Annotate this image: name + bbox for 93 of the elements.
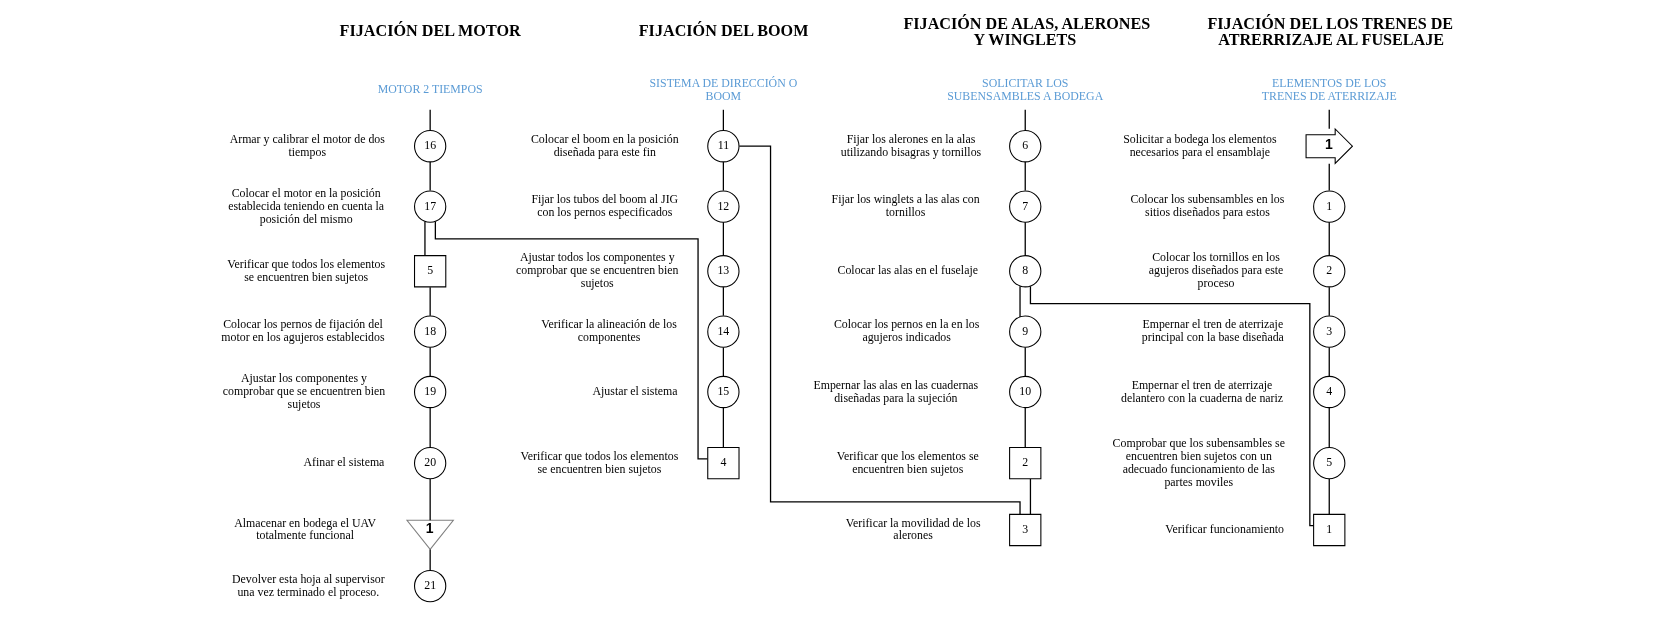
connector xyxy=(1029,285,1314,527)
connector xyxy=(1328,163,1330,192)
connector xyxy=(722,109,724,131)
node-label: Fijar los tubos del boom al JIG con los pernos especificados xyxy=(530,192,678,220)
node-circle: 20 xyxy=(413,447,446,480)
node-circle: 4 xyxy=(1312,375,1345,409)
node-circle: 9 xyxy=(1008,315,1041,348)
node-box: 5 xyxy=(413,255,446,288)
connector xyxy=(1328,346,1330,377)
node-label: Fijar los alerones en la alas utilizando bisagras y tornillos xyxy=(840,131,981,159)
node-circle: 1 xyxy=(1312,190,1345,223)
node-box: 4 xyxy=(706,447,740,480)
connector xyxy=(1328,109,1330,130)
node-circle: 15 xyxy=(706,375,740,409)
node-label: Empernar el tren de aterrizaje principal con la base diseñada xyxy=(1141,317,1284,345)
connector xyxy=(722,286,724,317)
node-circle: 16 xyxy=(413,130,446,163)
node-label: Verificar funcionamiento xyxy=(1164,522,1284,537)
node-text: MOTOR 2 TIEMPOS xyxy=(377,82,483,97)
connector xyxy=(429,478,431,521)
node-circle: 14 xyxy=(706,315,740,348)
label: FIJACIÓN DEL BOOM xyxy=(638,21,808,39)
label: FIJACIÓN DE ALAS, ALERONES Y WINGLETS xyxy=(902,14,1150,48)
label: FIJACIÓN DEL LOS TRENES DE ATRERRIZAJE AL FUSELAJE xyxy=(1206,14,1453,48)
node-box: 3 xyxy=(1008,513,1041,547)
connector xyxy=(1024,407,1026,449)
node-text: SISTEMA DE DIRECCIÓN O BOOM xyxy=(649,75,797,103)
connector xyxy=(434,220,708,460)
connector xyxy=(1018,285,1021,318)
node-label: Verificar que todos los elementos se encuentren bien sujetos xyxy=(226,256,385,284)
node-circle: 2 xyxy=(1312,255,1345,288)
node-circle: 11 xyxy=(706,130,740,163)
node-label: Colocar el motor en la posición establecida teniendo en cuenta la posición del mismo xyxy=(227,185,384,226)
connector xyxy=(722,221,724,256)
node-label: Fijar los winglets a las alas con tornillos xyxy=(831,192,980,220)
node-box: 2 xyxy=(1008,447,1041,480)
connector xyxy=(429,407,431,449)
node-circle: 8 xyxy=(1008,255,1041,288)
node-label: Colocar las alas en el fuselaje xyxy=(837,263,978,278)
node-label: Afinar el sistema xyxy=(302,455,384,470)
node-circle: 3 xyxy=(1312,315,1345,348)
node-label: Verificar la alineación de los componentes xyxy=(540,317,677,345)
node-label: Ajustar el sistema xyxy=(592,384,677,399)
connector xyxy=(722,407,724,449)
node-label: Ajustar los componentes y comprobar que se encuentren bien sujetos xyxy=(222,371,385,411)
node-label: Ajustar todos los componentes y comprobar que se encuentren bien sujetos xyxy=(515,250,678,291)
connector xyxy=(738,145,1021,515)
node-circle: 6 xyxy=(1008,130,1041,163)
connector xyxy=(429,346,431,377)
node-circle: 21 xyxy=(413,569,446,603)
node-circle: 5 xyxy=(1312,447,1345,480)
connector xyxy=(722,346,724,377)
node-label: Verificar que todos los elementos se encuentren bien sujetos xyxy=(519,448,678,476)
connector xyxy=(1328,478,1330,515)
connector xyxy=(1024,109,1026,131)
node-label: Armar y calibrar el motor de dos tiempos xyxy=(229,131,385,159)
node-label: Verificar que los elementos se encuentren bien sujetos xyxy=(836,448,979,476)
node-label: Devolver esta hoja al supervisor una vez terminado el proceso. xyxy=(231,571,385,599)
connector xyxy=(429,286,431,317)
connector xyxy=(1328,221,1330,256)
node-circle: 13 xyxy=(706,255,740,288)
node-circle: 18 xyxy=(413,315,446,348)
label: FIJACIÓN DEL MOTOR xyxy=(339,21,521,39)
node-label: Solicitar a bodega los elementos necesarios para el ensamblaje xyxy=(1122,131,1277,159)
node-label: Colocar los pernos de fijación del motor en los agujeros establecidos xyxy=(220,317,385,345)
connector xyxy=(722,161,724,192)
node-label: Comprobar que los subensambles se encuentren bien sujetos con un adecuado funcionamiento de las partes moviles xyxy=(1112,435,1285,489)
connector xyxy=(429,548,431,571)
connector xyxy=(429,109,431,131)
node-label: Almacenar en bodega el UAV totalmente funcional xyxy=(233,515,376,543)
node-circle: 7 xyxy=(1008,190,1041,223)
node-label: Verificar la movilidad de los alerones xyxy=(845,515,981,543)
node-box: 1 xyxy=(1312,513,1345,547)
node-label: Colocar los tornillos en los agujeros diseñados para este proceso xyxy=(1148,250,1283,291)
connector xyxy=(1328,286,1330,317)
node-text: SOLICITAR LOS SUBENSAMBLES A BODEGA xyxy=(946,75,1103,103)
node-label: Colocar los subensambles en los sitios diseñados para estos xyxy=(1129,192,1284,220)
node-text: ELEMENTOS DE LOS TRENES DE ATERRIZAJE xyxy=(1261,75,1397,103)
connector xyxy=(1024,221,1026,256)
node-label: Colocar el boom en la posición diseñada para este fin xyxy=(530,131,679,159)
connector xyxy=(1328,407,1330,449)
node-circle: 19 xyxy=(413,375,446,409)
node-circle: 12 xyxy=(706,190,740,223)
node-label: Colocar los pernos en la en los agujeros indicados xyxy=(833,317,979,345)
node-circle: 10 xyxy=(1008,375,1041,409)
connector xyxy=(423,220,426,257)
connector xyxy=(1024,161,1026,192)
node-circle: 17 xyxy=(413,190,446,223)
connector xyxy=(1029,478,1031,515)
node-label: Empernar las alas en las cuadernas diseñadas para la sujeción xyxy=(813,377,978,405)
connector xyxy=(429,161,431,192)
node-label: Empernar el tren de aterrizaje delantero con la cuaderna de nariz xyxy=(1120,377,1283,405)
connector xyxy=(1024,346,1026,377)
